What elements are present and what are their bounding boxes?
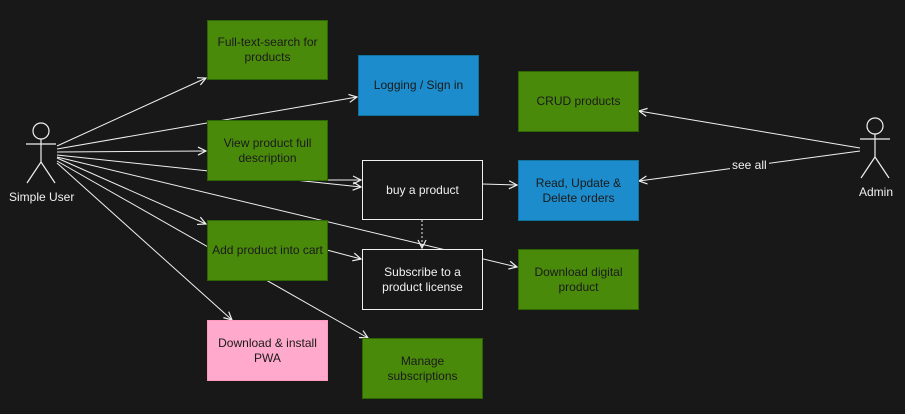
simple-user-label: Simple User	[9, 190, 75, 204]
use-case-manage-subscriptions[interactable]: Manage subscriptions	[362, 338, 483, 399]
edge-cart-subscribe	[326, 249, 361, 259]
use-case-view-product-description[interactable]: View product full description	[207, 120, 328, 181]
edge-user-search	[56, 78, 206, 147]
edge-admin-crud	[639, 111, 861, 149]
use-case-logging-sign-in[interactable]: Logging / Sign in	[358, 55, 479, 116]
use-case-manage-orders[interactable]: Read, Update & Delete orders	[518, 160, 639, 221]
use-case-subscribe-license[interactable]: Subscribe to a product license	[362, 249, 483, 310]
edge-user-add-cart	[56, 157, 206, 224]
use-case-full-text-search[interactable]: Full-text-search for products	[207, 20, 328, 80]
use-case-crud-products[interactable]: CRUD products	[518, 71, 639, 132]
edge-user-download-digital	[56, 156, 517, 267]
admin-label: Admin	[859, 185, 894, 199]
edge-user-download-pwa	[56, 162, 232, 320]
use-case-download-digital-product[interactable]: Download digital product	[518, 249, 639, 310]
simple-user-actor-figure	[26, 122, 56, 184]
admin-actor-figure	[860, 117, 890, 179]
use-case-buy-product[interactable]: buy a product	[362, 160, 483, 220]
edge-user-view-desc	[56, 151, 206, 152]
use-case-add-to-cart[interactable]: Add product into cart	[207, 220, 328, 281]
see-all-edge-label: see all	[730, 158, 769, 172]
edge-buy-orders	[481, 184, 517, 185]
use-case-download-pwa[interactable]: Download & install PWA	[207, 320, 328, 381]
